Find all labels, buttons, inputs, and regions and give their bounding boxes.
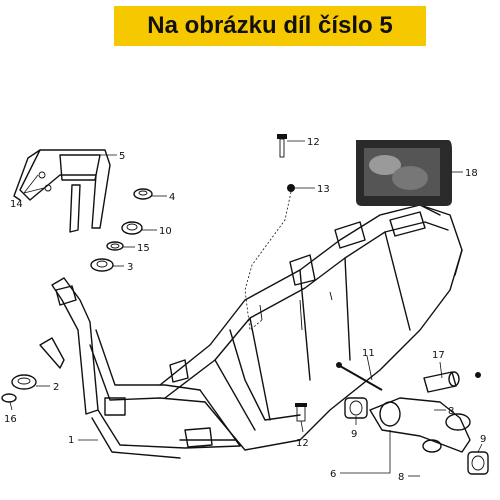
callout-9-right: 9 [480, 434, 486, 445]
bolt-12-top [277, 134, 287, 158]
nut-13 [287, 184, 295, 192]
callout-15: 15 [137, 243, 150, 254]
part-18-cover [356, 140, 452, 206]
callout-4: 4 [169, 192, 175, 203]
callout-2: 2 [53, 382, 59, 393]
callout-3: 3 [127, 262, 133, 273]
callout-1: 1 [68, 435, 74, 446]
callout-6: 6 [330, 469, 336, 480]
bolt-12-bottom [295, 403, 307, 422]
title-banner: Na obrázku díl číslo 5 [114, 6, 426, 46]
leader-lines [9, 140, 483, 477]
callout-8-lower: 8 [398, 472, 404, 483]
callout-16: 16 [4, 414, 17, 425]
callout-8-upper: 8 [448, 406, 454, 417]
callout-11: 11 [362, 348, 375, 359]
callout-14: 14 [10, 199, 23, 210]
callout-12-bottom: 12 [296, 438, 309, 449]
callout-9-left: 9 [351, 429, 357, 440]
main-frame [39, 204, 463, 459]
callout-5: 5 [119, 151, 125, 162]
bolt-11 [336, 362, 383, 391]
banner-title: Na obrázku díl číslo 5 [147, 12, 393, 39]
part-17 [423, 371, 481, 393]
callout-12-top: 12 [307, 137, 320, 148]
callout-17: 17 [432, 350, 445, 361]
callout-labels: 1 2 3 4 5 6 8 8 9 9 10 11 12 12 13 14 15… [4, 137, 486, 483]
callout-13: 13 [317, 184, 330, 195]
callout-10: 10 [159, 226, 172, 237]
steering-bearing-parts [90, 188, 153, 272]
lower-bearing-parts [1, 374, 37, 403]
part-5-bracket [13, 149, 111, 233]
engine-hanger-group [344, 397, 489, 475]
callout-18: 18 [465, 168, 478, 179]
